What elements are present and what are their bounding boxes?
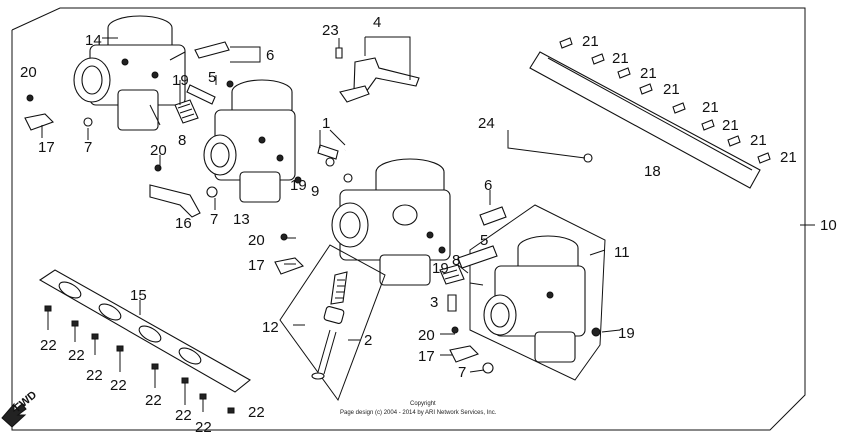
- leader-lines: [41, 37, 815, 373]
- frame-outline: [11, 7, 806, 431]
- fwd-label: FWD: [12, 389, 39, 414]
- callout-19: 19: [618, 325, 635, 342]
- callout-8: 8: [452, 252, 460, 269]
- callout-20: 20: [20, 64, 37, 81]
- callout-labels: 14 20 17 7 8 19 5 6 20 16 7 13 19 9 1 23…: [20, 14, 837, 436]
- callout-17: 17: [418, 348, 435, 365]
- screws-21: [559, 37, 771, 164]
- callout-17: 17: [248, 257, 265, 274]
- callout-1: 1: [322, 115, 330, 132]
- callout-8: 8: [178, 132, 186, 149]
- callout-21: 21: [612, 50, 629, 67]
- callout-19: 19: [290, 177, 307, 194]
- carburetor-rear-right: [203, 79, 296, 203]
- clips-17: [24, 113, 479, 363]
- bolts-22: [44, 305, 235, 414]
- callout-22: 22: [86, 367, 103, 384]
- carburetor-front-left: [331, 158, 451, 286]
- callout-21: 21: [722, 117, 739, 134]
- callout-20: 20: [150, 142, 167, 159]
- callout-7: 7: [84, 139, 92, 156]
- fwd-arrow: FWD: [1, 389, 39, 428]
- bracket-16: [149, 184, 201, 218]
- callout-24: 24: [478, 115, 495, 132]
- callout-11: 11: [614, 244, 630, 261]
- callout-22: 22: [68, 347, 85, 364]
- callout-21: 21: [780, 149, 797, 166]
- callout-20: 20: [248, 232, 265, 249]
- carburetor-rear-left: [73, 15, 186, 131]
- inset-box-11: [469, 204, 606, 381]
- callout-21: 21: [582, 33, 599, 50]
- callout-22: 22: [195, 419, 212, 436]
- callout-10: 10: [820, 217, 837, 234]
- callout-19: 19: [432, 260, 449, 277]
- float-needle-assembly: [311, 271, 348, 380]
- callout-6: 6: [484, 177, 492, 194]
- callout-15: 15: [130, 287, 147, 304]
- tube-clip: [583, 153, 593, 163]
- callout-22: 22: [40, 337, 57, 354]
- callout-6: 6: [266, 47, 274, 64]
- callout-20: 20: [418, 327, 435, 344]
- copyright-line2: Page design (c) 2004 - 2014 by ARI Netwo…: [340, 410, 497, 416]
- callout-4: 4: [373, 14, 381, 31]
- callout-22: 22: [110, 377, 127, 394]
- fuel-tube-24-inner: [343, 112, 586, 160]
- callout-5: 5: [480, 232, 488, 249]
- callout-5: 5: [208, 69, 216, 86]
- callout-21: 21: [640, 65, 657, 82]
- callout-23: 23: [322, 22, 339, 39]
- callout-7: 7: [458, 364, 466, 381]
- callout-2: 2: [364, 332, 372, 349]
- callout-12: 12: [262, 319, 279, 336]
- callout-17: 17: [38, 139, 55, 156]
- callout-22: 22: [145, 392, 162, 409]
- rail-18: [529, 51, 761, 189]
- callout-14: 14: [85, 32, 102, 49]
- copyright-line1: Copyright: [410, 401, 436, 407]
- callout-18: 18: [644, 163, 661, 180]
- callout-21: 21: [663, 81, 680, 98]
- small-parts: [26, 41, 601, 374]
- bracket-4: [339, 36, 420, 103]
- screw-23: [335, 38, 343, 59]
- callout-21: 21: [702, 99, 719, 116]
- callout-22: 22: [175, 407, 192, 424]
- callout-16: 16: [175, 215, 192, 232]
- callout-3: 3: [430, 294, 438, 311]
- plate-15: [38, 269, 251, 393]
- callout-13: 13: [233, 211, 250, 228]
- callout-7: 7: [210, 211, 218, 228]
- callout-9: 9: [311, 183, 319, 200]
- fuel-tube-24: [344, 113, 586, 159]
- carburetor-front-right: [483, 235, 586, 363]
- callout-22: 22: [248, 404, 265, 421]
- callout-21: 21: [750, 132, 767, 149]
- callout-19: 19: [172, 72, 189, 89]
